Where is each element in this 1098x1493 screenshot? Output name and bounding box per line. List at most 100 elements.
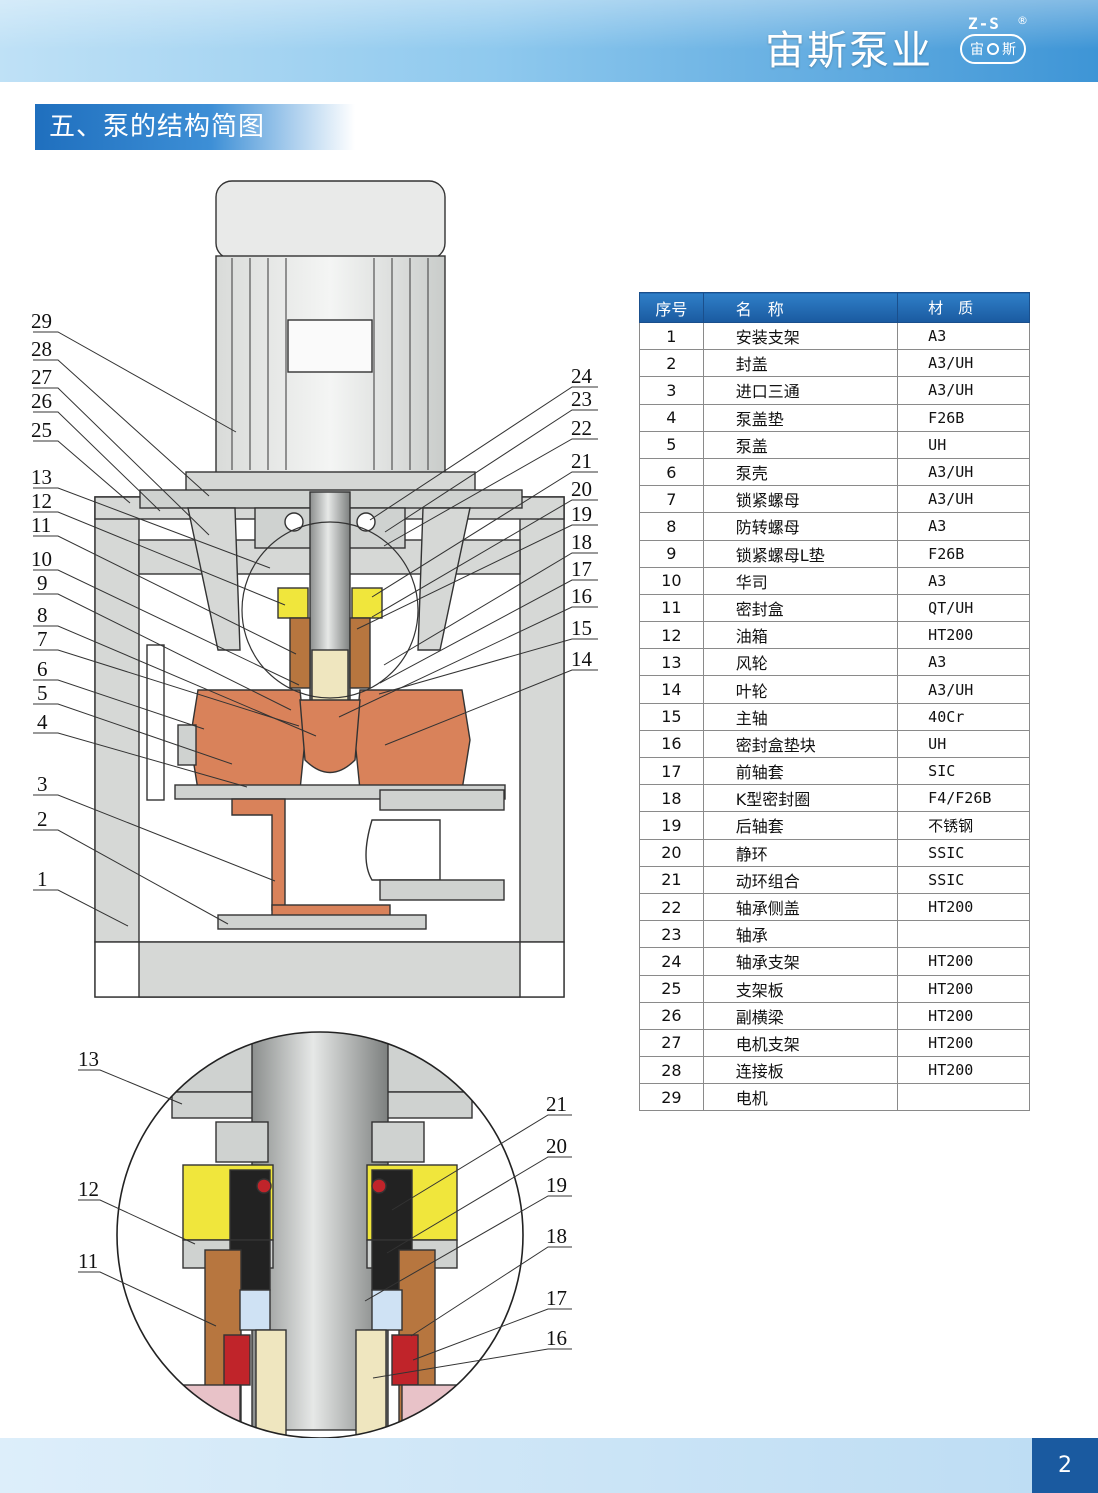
side-flange — [146, 644, 165, 801]
cell-material: A3/UH — [897, 376, 1030, 405]
logo-char-left: 宙 — [970, 42, 984, 58]
cell-name: 油箱 — [702, 621, 899, 650]
callout-19: 19 — [571, 502, 592, 526]
rear-sleeve-right — [371, 1289, 403, 1331]
outlet-pipe — [365, 819, 441, 881]
callout-12: 12 — [31, 489, 52, 513]
callout-21: 21 — [571, 449, 592, 473]
callout-10: 10 — [31, 547, 52, 571]
cell-material: A3/UH — [897, 675, 1030, 704]
callout-6: 6 — [37, 657, 48, 681]
cell-no: 26 — [639, 1001, 704, 1030]
impeller — [299, 699, 361, 774]
cell-name: 支架板 — [702, 974, 899, 1003]
logo-char-right: 斯 — [1002, 42, 1016, 58]
callout-17: 17 — [571, 557, 592, 581]
callout-27: 27 — [31, 365, 52, 389]
cell-no: 10 — [639, 566, 704, 595]
col-header-material: 材 质 — [897, 292, 1030, 323]
detail-callout-16: 16 — [546, 1326, 567, 1350]
callout-8: 8 — [37, 603, 48, 627]
frame-base-beam — [138, 941, 521, 998]
brand-name: 宙斯泵业 — [765, 28, 933, 74]
callouts-main-left: 29 28 27 26 25 13 12 11 10 9 8 7 6 5 4 3… — [31, 309, 52, 891]
outlet-lower-flange — [379, 879, 505, 901]
cell-no: 21 — [639, 865, 704, 894]
page-number: 2 — [1032, 1438, 1098, 1493]
main-assembly — [94, 180, 565, 998]
cell-name: 风轮 — [702, 648, 899, 677]
callout-9: 9 — [37, 571, 48, 595]
section-title: 五、泵的结构简图 — [35, 104, 355, 150]
callout-14: 14 — [571, 647, 593, 671]
callout-24: 24 — [571, 364, 593, 388]
callout-16: 16 — [571, 584, 592, 608]
front-sleeve-left — [255, 1329, 287, 1438]
cell-material: HT200 — [897, 1028, 1030, 1058]
callout-28: 28 — [31, 337, 52, 361]
cell-name: K型密封圈 — [702, 784, 899, 813]
cell-material: A3 — [897, 648, 1030, 677]
leader-lines-main-left — [33, 331, 317, 927]
callout-13: 13 — [31, 465, 52, 489]
cell-material: A3 — [897, 512, 1030, 541]
cell-name: 封盖 — [702, 349, 899, 378]
rear-sleeve-left — [239, 1289, 271, 1331]
callout-11: 11 — [31, 513, 51, 537]
cell-material: SSIC — [897, 865, 1030, 894]
cell-no: 2 — [639, 349, 704, 378]
callout-25: 25 — [31, 418, 52, 442]
cell-name: 电机支架 — [702, 1028, 899, 1058]
cell-material: HT200 — [897, 1056, 1030, 1085]
cell-no: 17 — [639, 756, 704, 786]
cell-material: UH — [897, 430, 1030, 459]
detail-callout-17: 17 — [546, 1286, 567, 1310]
cell-material: HT200 — [897, 892, 1030, 922]
cell-material: SIC — [897, 756, 1030, 786]
cell-name: 副横梁 — [702, 1001, 899, 1030]
seal-box-right — [349, 617, 371, 689]
detail-callout-13: 13 — [78, 1047, 99, 1071]
callout-15: 15 — [571, 616, 592, 640]
k-seal-left — [223, 1334, 251, 1386]
callout-22: 22 — [571, 416, 592, 440]
cell-material: UH — [897, 729, 1030, 759]
cell-name: 主轴 — [702, 702, 899, 731]
table-header-row: 序号 名 称 材 质 — [639, 292, 1030, 323]
detail-callout-11: 11 — [78, 1249, 98, 1273]
cell-no: 7 — [639, 485, 704, 514]
cell-name: 华司 — [702, 566, 899, 595]
cell-material: F26B — [897, 403, 1030, 432]
detail-callout-12: 12 — [78, 1177, 99, 1201]
inlet-tee-wall — [231, 798, 286, 911]
cell-name: 轴承支架 — [702, 947, 899, 976]
cell-no: 13 — [639, 648, 704, 677]
cell-material: F26B — [897, 539, 1030, 568]
seal-yellow-right — [351, 587, 383, 619]
col-header-no: 序号 — [639, 292, 704, 323]
callout-26: 26 — [31, 389, 52, 413]
cell-name: 轴承 — [702, 920, 899, 949]
detail-callout-21: 21 — [546, 1092, 567, 1116]
seal-yellow-left — [277, 587, 309, 619]
pump-casing-left — [189, 689, 306, 791]
cell-material: HT200 — [897, 621, 1030, 650]
cell-material: HT200 — [897, 974, 1030, 1003]
cell-material: F4/F26B — [897, 784, 1030, 813]
cell-no: 22 — [639, 892, 704, 922]
